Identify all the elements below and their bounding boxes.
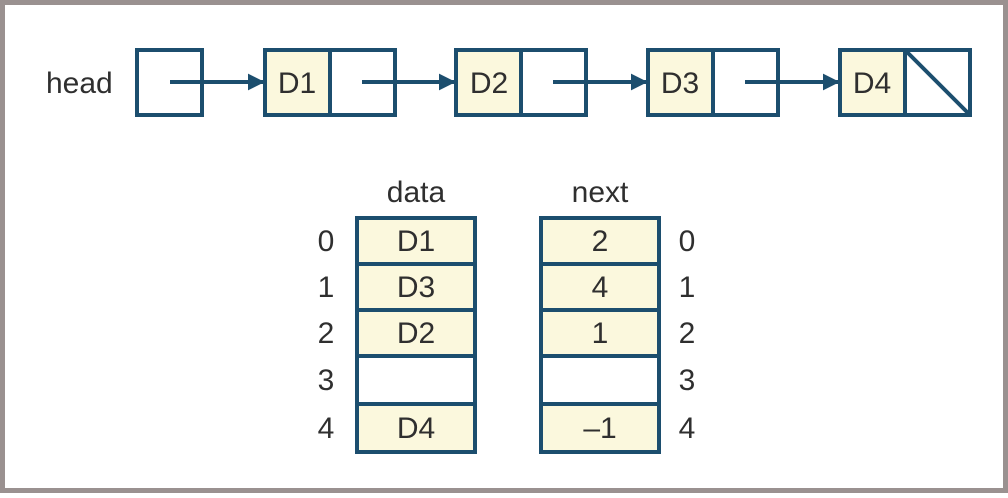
next-cell-3 [539, 354, 661, 406]
left-index-3: 3 [318, 364, 335, 397]
head-label: head [46, 67, 113, 100]
data-array: D1 D3 D2 D4 [355, 216, 477, 454]
list-node-4: D4 [838, 48, 972, 117]
next-array-header: next [572, 176, 629, 209]
data-array-header: data [387, 176, 446, 209]
next-array: 2 4 1 –1 [539, 216, 661, 454]
null-pointer-slash [903, 48, 972, 117]
left-index-2: 2 [318, 317, 335, 350]
next-value-4: –1 [583, 412, 616, 445]
data-cell-1 [355, 262, 477, 312]
right-index-3: 3 [679, 364, 696, 397]
right-index-4: 4 [679, 412, 696, 445]
data-value-2: D2 [397, 317, 435, 350]
linked-list-diagram: head D1 D2 D3 D4 data next D1 D [46, 48, 972, 454]
next-cell-4 [539, 402, 661, 454]
node-4-data: D4 [853, 67, 891, 100]
data-cell-4 [355, 402, 477, 454]
next-value-1: 4 [592, 271, 609, 304]
data-value-0: D1 [397, 225, 435, 258]
right-index-2: 2 [679, 317, 696, 350]
data-value-4: D4 [397, 412, 435, 445]
node-1-data-cell [263, 48, 332, 117]
left-index-0: 0 [318, 225, 335, 258]
next-value-2: 1 [592, 317, 609, 350]
data-value-1: D3 [397, 271, 435, 304]
data-cell-0 [355, 216, 477, 266]
right-index-0: 0 [679, 225, 696, 258]
node-2-data: D2 [470, 67, 508, 100]
data-cell-3 [355, 354, 477, 406]
left-index-1: 1 [318, 271, 335, 304]
node-1-data: D1 [278, 67, 316, 100]
next-value-0: 2 [592, 225, 609, 258]
left-index-4: 4 [318, 412, 335, 445]
next-cell-1 [539, 262, 661, 312]
data-cell-2 [355, 308, 477, 358]
node-3-data-cell [646, 48, 715, 117]
right-index-1: 1 [679, 271, 696, 304]
node-3-data: D3 [661, 67, 699, 100]
